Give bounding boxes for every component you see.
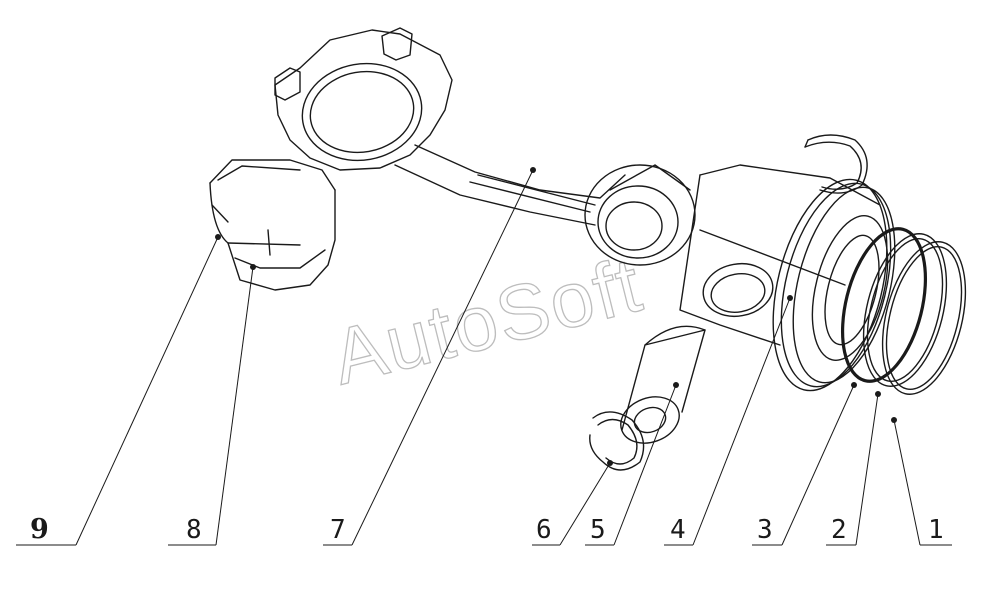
callout-label-6: 6 (536, 515, 552, 545)
callout-8: 8 (168, 264, 256, 546)
callout-3: 3 (752, 382, 857, 546)
piston-ring-3[interactable] (828, 220, 939, 390)
piston-pin[interactable] (614, 325, 706, 451)
callout-4: 4 (664, 295, 793, 546)
bearing-shell-lower[interactable] (227, 189, 336, 291)
connecting-rod[interactable] (274, 27, 696, 266)
callout-label-1: 1 (928, 515, 944, 545)
callout-label-8: 8 (186, 515, 202, 545)
callout-5: 5 (585, 382, 679, 546)
callout-label-3: 3 (757, 515, 773, 545)
piston-ring-1[interactable] (868, 233, 979, 403)
callout-label-5: 5 (590, 515, 606, 545)
piston[interactable] (679, 164, 913, 402)
bearing-shell-upper[interactable] (209, 159, 336, 244)
circlip-small[interactable] (589, 411, 645, 471)
callout-9: 9 (16, 234, 221, 546)
callout-1: 1 (891, 417, 952, 546)
callout-6: 6 (532, 460, 613, 546)
callout-label-2: 2 (831, 515, 847, 545)
callout-label-7: 7 (330, 515, 346, 545)
callout-2: 2 (826, 391, 881, 546)
piston-ring-2[interactable] (849, 225, 960, 395)
callout-7: 7 (323, 167, 536, 546)
callout-label-4: 4 (670, 515, 686, 545)
callout-label-9: 9 (30, 514, 49, 545)
circlip-large[interactable] (804, 134, 868, 194)
